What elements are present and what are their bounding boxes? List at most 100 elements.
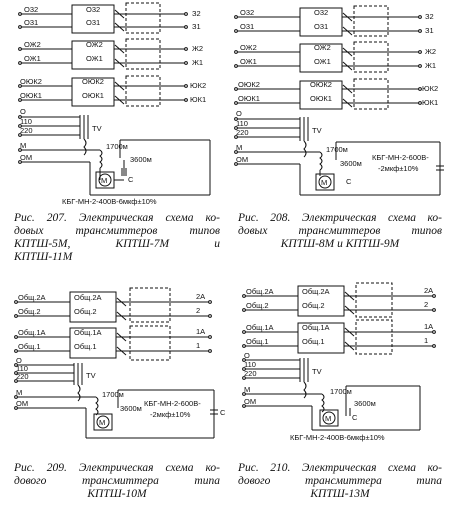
fig207-input-label: 220: [20, 126, 33, 135]
fig208-box-label: О32: [314, 8, 328, 17]
fig207-input-label: О31: [24, 18, 38, 27]
fig207-input-label: М: [20, 141, 26, 150]
fig207-capacitor-spec: КБГ-МН-2-400В-6мкф±10%: [62, 197, 157, 206]
fig208-output-label: Ж1: [425, 61, 436, 70]
fig207-input-label: ОМ: [20, 153, 32, 162]
fig208-input-label: О31: [240, 22, 254, 31]
fig209-output-label: 1А: [196, 327, 205, 336]
fig207-box-label: ОЮК2: [82, 77, 104, 86]
fig210-tv-label: TV: [312, 367, 322, 376]
fig208-box-label: О31: [314, 22, 328, 31]
fig209-diagram: [14, 287, 218, 439]
fig207-diagram: [18, 2, 211, 196]
fig210-diagram: [242, 282, 436, 431]
fig210-input-label: 220: [244, 369, 257, 378]
fig208-input-label: О: [236, 109, 242, 118]
fig207-box-label: ОЮК1: [82, 91, 104, 100]
fig208-motor-label: М: [321, 178, 327, 187]
fig207-capacitor-label: С: [128, 175, 134, 184]
fig208-box-label: ОЖ1: [314, 57, 331, 66]
caption-line: КПТШ-11М: [14, 251, 73, 263]
fig208-output-label: З2: [425, 12, 434, 21]
fig207-output-label: З1: [192, 22, 201, 31]
fig208-input-label: ОМ: [236, 155, 248, 164]
fig209-output-label: 1: [196, 341, 200, 350]
fig208-output-label: З1: [425, 26, 434, 35]
fig210-r2-label: 3600м: [354, 399, 376, 408]
fig210-capacitor-label: С: [352, 413, 358, 422]
caption-line: дового трансмиттера типа: [238, 475, 442, 487]
fig209-capacitor-label: С: [220, 408, 226, 417]
fig210-output-label: 2А: [424, 286, 433, 295]
fig210-caption: Рис. 210. Электрическая схема ко- дового…: [238, 462, 442, 501]
fig210-input-label: ОМ: [244, 397, 256, 406]
fig210-input-label: М: [244, 385, 250, 394]
fig208-input-label: ОЮК2: [238, 80, 260, 89]
fig209-input-label: Общ.2: [18, 307, 41, 316]
caption-line: довых трансмиттеров типов: [14, 225, 220, 237]
fig207-output-label: Ж2: [192, 44, 203, 53]
fig208-diagram: [234, 5, 444, 196]
caption-line: КПТШ-5М, КПТШ-7М и: [14, 238, 220, 250]
caption-line: Рис. 208. Электрическая схема ко-: [238, 212, 442, 224]
fig208-relay-boxes: [299, 5, 389, 110]
fig210-box-label: Общ.2: [302, 301, 325, 310]
fig210-input-label: 110: [244, 360, 256, 369]
fig208-input-label: О32: [240, 8, 254, 17]
fig209-relay-boxes: [69, 287, 171, 361]
fig209-r1-label: 1700м: [102, 390, 124, 399]
fig210-input-label: Общ.1: [246, 337, 269, 346]
fig209-capacitor-spec: -2мкф±10%: [150, 410, 191, 419]
fig210-output-label: 2: [424, 300, 428, 309]
fig208-output-label: ЮК2: [422, 84, 438, 93]
fig209-r2-label: 3600м: [120, 404, 142, 413]
fig207-input-label: ОЖ1: [24, 54, 41, 63]
fig208-r2-label: 3600м: [340, 159, 362, 168]
fig209-capacitor-spec: КБГ-МН-2-600В-: [144, 399, 201, 408]
fig208-input-label: 110: [236, 119, 248, 128]
fig208-box-label: ОЮК2: [310, 80, 332, 89]
fig208-box-label: ОЖ2: [314, 43, 331, 52]
fig208-input-label: ОЮК1: [238, 94, 260, 103]
fig210-box-label: Общ.2А: [302, 287, 330, 296]
fig207-output-label: Ж1: [192, 58, 203, 67]
fig210-r1-label: 1700м: [330, 387, 352, 396]
fig207-caption: Рис. 207. Электрическая схема ко- довых …: [14, 212, 220, 264]
caption-line: Рис. 207. Электрическая схема ко-: [14, 212, 220, 224]
fig208-input-label: ОЖ2: [240, 43, 257, 52]
fig210-input-label: Общ.2А: [246, 287, 274, 296]
fig210-relay-boxes: [297, 282, 393, 355]
fig209-input-label: Общ.2А: [18, 293, 46, 302]
fig209-input-label: 220: [16, 372, 29, 381]
fig208-input-label: ОЖ1: [240, 57, 257, 66]
fig208-tv-label: TV: [312, 126, 322, 135]
caption-line: довых трансмиттеров типов: [238, 225, 442, 237]
fig207-output-label: З2: [192, 9, 201, 18]
fig208-r1-label: 1700м: [326, 145, 348, 154]
fig207-input-label: О32: [24, 5, 38, 14]
fig208-capacitor-label: С: [346, 177, 352, 186]
fig209-input-label: Общ.1А: [18, 328, 46, 337]
fig207-power-section: [18, 115, 211, 196]
caption-line: КПТШ-13М: [310, 488, 370, 500]
fig210-capacitor-spec: КБГ-МН-2-400В-6мкф±10%: [290, 433, 385, 442]
fig207-box-label: О31: [86, 18, 100, 27]
fig207-output-label: ЮК2: [190, 81, 206, 90]
fig207-output-label: ЮК1: [190, 95, 206, 104]
fig209-tv-label: TV: [86, 371, 96, 380]
fig207-input-label: О: [20, 107, 26, 116]
fig208-power-section: [234, 117, 444, 196]
fig207-tv-label: TV: [92, 124, 102, 133]
fig209-box-label: Общ.2: [74, 307, 97, 316]
caption-line: КПТШ-10М: [87, 488, 147, 500]
fig208-caption: Рис. 208. Электрическая схема ко- довых …: [238, 212, 442, 251]
fig209-output-label: 2А: [196, 292, 205, 301]
fig208-input-label: 220: [236, 128, 249, 137]
fig207-r2-label: 3600м: [130, 155, 152, 164]
fig207-input-label: ОЮК1: [20, 91, 42, 100]
fig209-input-label: М: [16, 388, 22, 397]
fig208-output-label: Ж2: [425, 47, 436, 56]
fig208-output-label: ЮК1: [422, 98, 438, 107]
fig207-input-label: ОЖ2: [24, 40, 41, 49]
